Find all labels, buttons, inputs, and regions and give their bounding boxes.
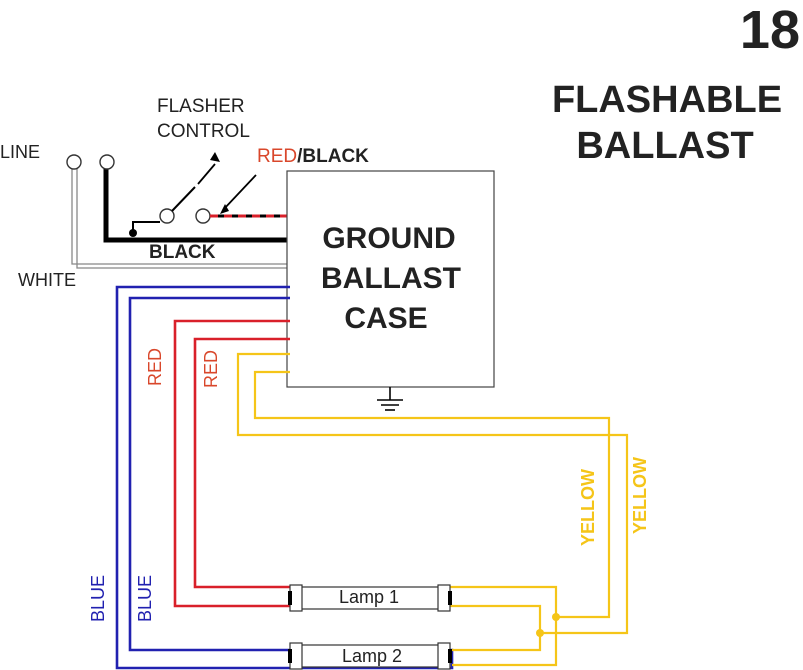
red-black-label: RED/BLACK bbox=[257, 146, 369, 167]
yellow-junction-2 bbox=[536, 629, 544, 637]
white-wire bbox=[71, 168, 290, 269]
red-wires bbox=[173, 319, 300, 608]
yellow-label-right: YELLOW bbox=[630, 457, 650, 534]
yellow-label-left: YELLOW bbox=[578, 469, 598, 546]
white-label: WHITE bbox=[18, 270, 76, 290]
line-terminal-right bbox=[99, 154, 115, 170]
title-line-2: BALLAST bbox=[576, 125, 753, 167]
red-black-label-red: RED bbox=[257, 146, 297, 167]
flasher-switch bbox=[159, 152, 257, 224]
flasher-label-line-2: CONTROL bbox=[157, 121, 250, 142]
lamp-1 bbox=[288, 584, 452, 612]
yellow-wires bbox=[236, 352, 629, 667]
line-terminal-left bbox=[66, 154, 82, 170]
black-label: BLACK bbox=[149, 242, 216, 263]
ground-icon bbox=[377, 387, 403, 411]
ballast-label-line-3: CASE bbox=[344, 302, 427, 335]
yellow-junction-1 bbox=[552, 613, 560, 621]
red-label-right: RED bbox=[201, 350, 221, 388]
ballast-label-line-2: BALLAST bbox=[321, 262, 461, 295]
ballast-label-line-1: GROUND bbox=[322, 222, 455, 255]
lamp-1-label: Lamp 1 bbox=[339, 587, 399, 607]
red-black-label-black: /BLACK bbox=[297, 146, 369, 167]
blue-label-right: BLUE bbox=[135, 575, 155, 622]
lamp-2-label: Lamp 2 bbox=[342, 646, 402, 666]
page-number: 18 bbox=[740, 0, 800, 60]
red-label-left: RED bbox=[145, 348, 165, 386]
title-line-1: FLASHABLE bbox=[552, 79, 782, 121]
blue-label-left: BLUE bbox=[88, 575, 108, 622]
black-wire bbox=[103, 168, 290, 243]
flasher-label-line-1: FLASHER bbox=[157, 96, 245, 117]
ballast-case bbox=[286, 170, 495, 388]
line-label: LINE bbox=[0, 142, 40, 162]
lamp-2 bbox=[288, 642, 452, 670]
